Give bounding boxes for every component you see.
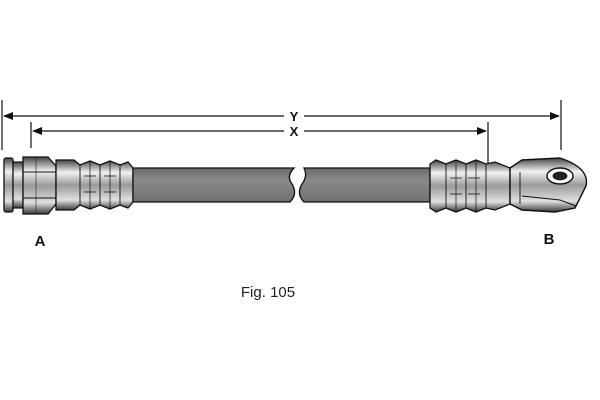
fitting-a-flange <box>3 157 14 213</box>
hose-right-segment <box>298 167 431 203</box>
fitting-a-crimp-sleeve <box>55 159 134 211</box>
dimension-label-x: X <box>290 124 299 139</box>
fitting-a-hex-nut <box>22 156 57 215</box>
fitting-a <box>3 156 134 215</box>
hose-left-segment <box>132 167 296 203</box>
dimension-y: Y <box>1 100 562 150</box>
end-label-b: B <box>544 231 555 248</box>
dimension-x: X <box>30 122 489 172</box>
dimension-label-y: Y <box>290 109 299 124</box>
fitting-b-crimp-sleeve <box>429 159 511 213</box>
fitting-a-flange-inner <box>12 161 24 209</box>
end-label-a: A <box>35 233 46 250</box>
figure-caption: Fig. 105 <box>241 284 295 301</box>
fitting-b-banjo-eye <box>509 157 588 213</box>
fitting-b <box>429 157 588 213</box>
